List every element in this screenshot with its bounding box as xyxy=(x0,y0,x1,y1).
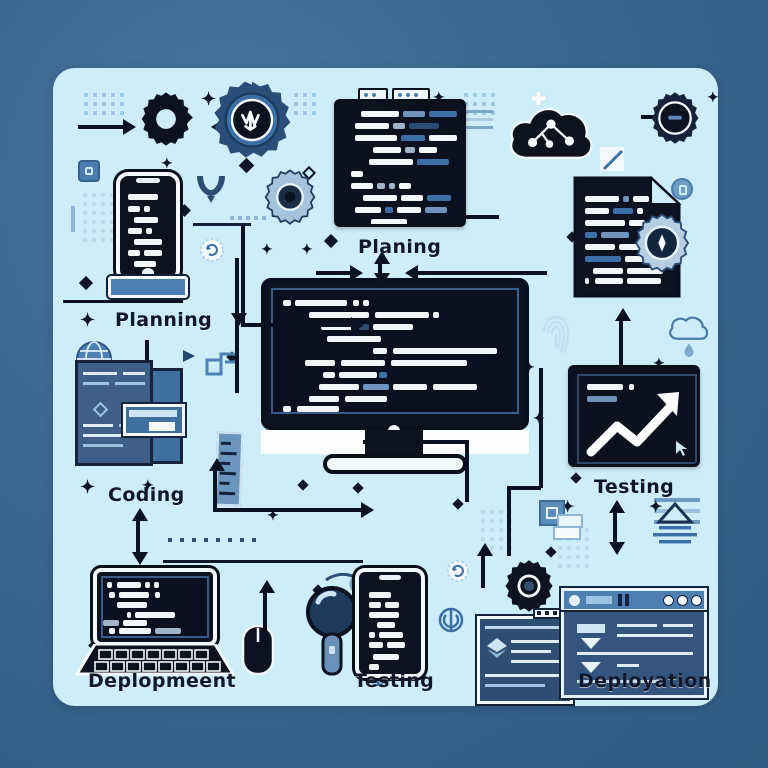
smartphone-icon[interactable] xyxy=(355,568,425,680)
refresh-cycle-icon xyxy=(445,558,471,584)
app-square-icon xyxy=(78,160,100,182)
code-hook-icon xyxy=(205,350,239,380)
play-icon xyxy=(181,348,197,369)
plus-decoration: ✦ xyxy=(267,507,279,523)
gear-icon xyxy=(501,558,557,614)
cloud-rain-icon xyxy=(666,316,712,360)
slash-tile-icon xyxy=(599,146,625,172)
plus-decoration: ✦ xyxy=(433,89,445,105)
plus-decoration: ✚ xyxy=(531,89,547,109)
line-mark xyxy=(654,498,700,502)
dotted-separator xyxy=(168,538,256,542)
cloud-network-icon xyxy=(505,96,597,166)
upload-icon xyxy=(649,500,701,548)
plus-decoration: ✦ xyxy=(707,89,718,105)
plus-decoration: ✦ xyxy=(533,411,545,425)
plus-decoration: ✦ xyxy=(261,241,273,257)
browser-window-icon[interactable] xyxy=(561,588,707,698)
magnifying-glass-icon xyxy=(306,568,368,676)
dashed-line-decoration xyxy=(230,216,266,220)
stage-label-deployation: Deployation xyxy=(578,670,712,692)
code-editor-window-icon[interactable] xyxy=(334,88,466,228)
dot-grid-decoration xyxy=(83,193,114,242)
document-panel-icon[interactable] xyxy=(477,608,573,704)
dot-grid-decoration xyxy=(294,93,316,115)
computer-mouse-icon xyxy=(241,624,275,676)
dot-grid-decoration xyxy=(464,93,495,115)
plus-decoration: ✦ xyxy=(161,155,173,171)
smartphone-dock-icon[interactable] xyxy=(108,172,188,302)
line-mark xyxy=(465,118,493,121)
line-mark xyxy=(71,206,75,232)
base-line xyxy=(63,300,183,303)
document-stack-icon[interactable] xyxy=(75,360,197,478)
diamond-decoration xyxy=(238,157,255,174)
plus-decoration: ✦ xyxy=(142,477,154,493)
plus-decoration: ✦ xyxy=(301,241,313,257)
document-settings-icon[interactable] xyxy=(571,174,690,300)
refresh-cycle-icon xyxy=(436,605,466,635)
gear-icon xyxy=(137,90,195,148)
branch-icon xyxy=(193,172,229,204)
arrow-elbow-bottom xyxy=(185,458,385,518)
line-mark xyxy=(465,110,493,113)
settings-dial-icon xyxy=(212,80,292,160)
fingerprint-icon xyxy=(540,314,572,356)
arrow-elbow-monitor-right xyxy=(363,440,493,512)
stage-label-deplopmeent: Deplopmeent xyxy=(88,670,237,692)
gear-icon xyxy=(647,90,703,146)
stage-label-planning: Planning xyxy=(115,309,213,331)
diamond-decoration xyxy=(78,275,94,291)
arrow-elbow-to-monitor xyxy=(193,223,373,333)
laptop-icon[interactable] xyxy=(75,568,235,678)
trending-up-chart-icon[interactable] xyxy=(568,365,700,467)
chat-bubbles-icon xyxy=(539,500,587,544)
plus-decoration: ✦ xyxy=(649,499,663,516)
gear-icon xyxy=(631,212,693,274)
base-line xyxy=(163,560,363,563)
stage-label-testing-bottom: Testing xyxy=(354,670,435,692)
dot-grid-decoration xyxy=(84,93,124,115)
pipe-connector xyxy=(483,368,573,628)
plus-decoration: ✦ xyxy=(201,89,217,109)
plus-decoration: ✦ xyxy=(80,310,96,330)
plus-decoration: ✦ xyxy=(653,355,665,371)
line-mark xyxy=(193,223,251,226)
plus-decoration: ✦ xyxy=(80,477,96,497)
desktop-monitor-icon[interactable] xyxy=(261,278,529,478)
infographic-canvas: ✦ ✦ ✦ ✚ ✦ ✦ ✦ ✦ ✦ ✚ ✦ ✦ ✦ ✦ ✦ ✦ ✦ ✦ xyxy=(53,68,718,706)
stage-label-testing-right: Testing xyxy=(594,476,675,498)
line-mark xyxy=(465,126,493,129)
refresh-cycle-icon xyxy=(198,236,226,264)
badge-icon xyxy=(671,178,693,200)
stage-label-coding: Coding xyxy=(108,484,185,506)
gear-icon xyxy=(261,168,319,226)
